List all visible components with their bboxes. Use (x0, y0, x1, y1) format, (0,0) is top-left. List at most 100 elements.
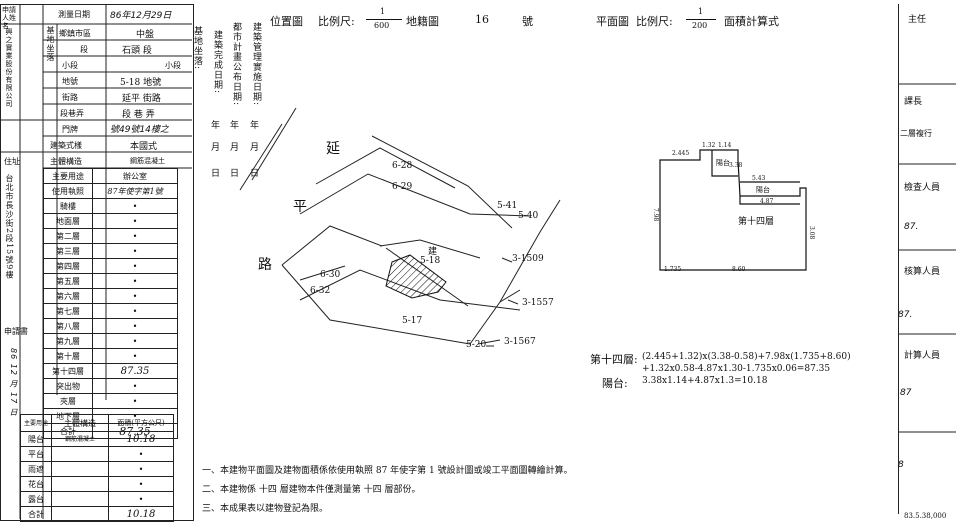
floor-name: 第三層 (43, 243, 93, 259)
sheet-suffix: 號 (522, 15, 533, 28)
right-item-calculator: 計算人員 (904, 351, 941, 361)
lot-label-5-18: 5-18 (420, 256, 441, 266)
sheet-number: 16 (475, 13, 489, 26)
annex-total-value: 10.18 (108, 506, 174, 522)
location-scale-num: 1 (380, 7, 386, 16)
floor-name: 第六層 (43, 288, 93, 304)
urban-plan-date-label: 都市計畫公布日期: (231, 22, 241, 107)
lot-label-3-1557: 3-1557 (522, 298, 554, 308)
location-scale-bar (366, 19, 402, 20)
dim-label: 3.38 (729, 162, 743, 169)
table-row: 平台• (20, 446, 174, 462)
area-calc-label: 面積計算式 (724, 15, 779, 28)
floor-area: • (92, 198, 178, 214)
floor-area: • (92, 393, 178, 409)
floor-plan-scale-num: 1 (698, 7, 704, 16)
floor-area: • (92, 243, 178, 259)
month-mark-2: 月 (230, 143, 240, 153)
lot-label-6-29: 6-29 (392, 182, 413, 192)
base-location-label: 基地坐落: (192, 26, 202, 71)
main-structure-value: 鋼筋混凝土 (130, 157, 165, 165)
calc-balcony-label: 陽台: (602, 377, 628, 390)
floor-name: 第十層 (43, 348, 93, 364)
table-row: 第五層• (43, 273, 178, 289)
table-row: 第九層• (43, 333, 178, 349)
completion-date-label: 建築完成日期: (212, 30, 222, 95)
annex-name: 陽台 (20, 431, 52, 447)
base-address-label: 基地坐落 (46, 26, 55, 62)
right-item-misc: 8 (898, 460, 904, 470)
structure-style-value: 本國式 (130, 142, 158, 152)
lot-label-5-20: 5-20 (466, 340, 487, 350)
annex-area: • (108, 476, 174, 492)
calc-balcony-line: 3.38x1.14+4.87x1.3=10.18 (642, 376, 768, 386)
table-row: 合計 10.18 (20, 506, 174, 522)
table-row: 突出物• (43, 378, 178, 394)
annex-name: 花台 (20, 476, 52, 492)
address-text: 台北市長沙街2段15號9樓 (5, 174, 14, 280)
license-label: 使用執照 (43, 183, 93, 199)
floor-name: 地面層 (43, 213, 93, 229)
section-label: 段 (80, 45, 88, 54)
floor-name: 第八層 (43, 318, 93, 334)
right-item-checker-date: 87. (904, 222, 919, 232)
right-column (898, 4, 957, 514)
county-value: 中盤 (136, 30, 155, 40)
annex-area: • (108, 491, 174, 507)
address-label: 住址 (4, 157, 20, 166)
dim-label: 5.43 (752, 175, 766, 182)
dim-label: 1.14 (718, 142, 732, 149)
right-item-section-chief: 課長 (904, 97, 923, 107)
floor-name: 夾層 (43, 393, 93, 409)
dim-label: 4.87 (760, 198, 774, 205)
balcony-label-plan-2: 陽台 (756, 186, 770, 194)
annex-area: • (108, 461, 174, 477)
door-value: 號49號14樓之 (110, 125, 169, 135)
table-row: 地面層• (43, 213, 178, 229)
sheet-label: 地籍圖 (406, 15, 439, 28)
dim-label: 1.735 (664, 266, 682, 273)
table-row: 夾層• (43, 393, 178, 409)
structure-style-label: 建築式樣 (50, 141, 82, 150)
year-mark-2: 年 (230, 121, 240, 131)
location-scale-den: 600 (374, 21, 390, 30)
table-row: 花台 • (20, 476, 174, 492)
annex-structure (51, 461, 109, 477)
note-2: 二、本建物係 十四 層建物本件僅測量第 十四 層部份。 (202, 485, 421, 495)
floor-name: 突出物 (43, 378, 93, 394)
door-label: 門牌 (62, 125, 78, 134)
subsection-value: 小段 (165, 61, 181, 70)
month-mark-1: 月 (211, 143, 221, 153)
annex-total-label: 合計 (20, 506, 52, 522)
dim-label: 8.60 (732, 266, 746, 273)
floor-plan-scale-label: 比例尺: (636, 15, 673, 28)
table-row: 第四層• (43, 258, 178, 274)
balcony-label-plan: 陽台 (716, 159, 730, 167)
road-char-2: 平 (293, 199, 307, 215)
floor-area: • (92, 333, 178, 349)
floor-plan-scale-bar (686, 19, 716, 20)
note-1: 一、本建物平面圖及建物面積係依使用執照 87 年使字第 1 號設計圖或竣工平面圖… (202, 466, 573, 476)
calc-floor-label: 第十四層: (590, 353, 638, 366)
year-mark-3: 年 (250, 121, 260, 131)
dim-label: 7.98 (652, 208, 659, 222)
location-map-title: 位置圖 (270, 15, 303, 28)
annex-area-header: 面積(平方公尺) (108, 414, 174, 432)
right-item-checker: 檢查人員 (904, 183, 941, 193)
survey-date-value: 86年12月29日 (110, 11, 172, 21)
floor-name: 第五層 (43, 273, 93, 289)
calc-line-1: (2.445+1.32)x(3.38-0.58)+7.98x(1.735+8.6… (642, 352, 851, 362)
applicant-label: 申請人姓名 (2, 6, 16, 30)
dim-label: 3.08 (808, 226, 815, 240)
floor-area: • (92, 273, 178, 289)
table-row: 騎樓• (43, 198, 178, 214)
annex-structure: 鋼筋混凝土 (51, 431, 109, 447)
annex-area: • (108, 446, 174, 462)
table-row: 第三層• (43, 243, 178, 259)
owner-text: 興之實業股份有限公司 (5, 28, 13, 108)
month-mark-3: 月 (250, 143, 260, 153)
annex-name: 雨遮 (20, 461, 52, 477)
annex-use-header: 主要用途 (20, 414, 52, 432)
